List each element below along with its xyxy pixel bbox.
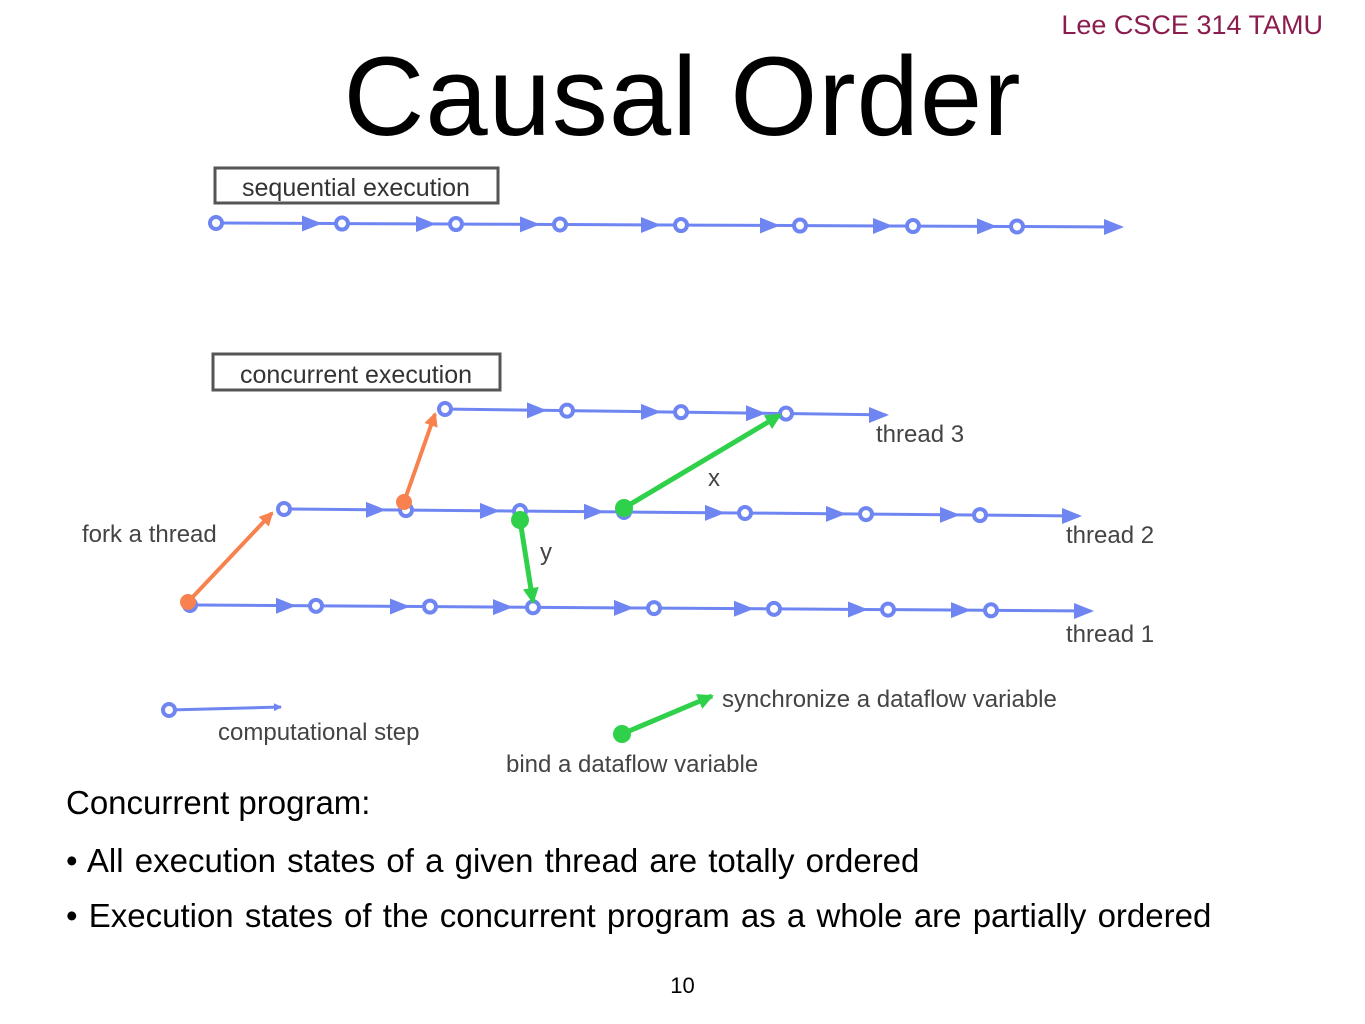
step-arrowhead: [416, 215, 436, 232]
fork-point: [180, 594, 196, 610]
step-node: [673, 217, 689, 234]
step-arrowhead: [848, 601, 868, 618]
step-arrowhead: [977, 218, 997, 235]
step-arrowhead: [366, 501, 386, 518]
step-node: [422, 598, 438, 615]
variable-x-label: x: [708, 465, 720, 492]
fork-label: fork a thread: [82, 521, 217, 548]
bullet-1: • All execution states of a given thread…: [66, 842, 920, 879]
step-arrowhead: [1104, 218, 1124, 235]
step-arrowhead: [940, 506, 960, 523]
thread-2-label: thread 2: [1066, 522, 1154, 549]
bullet-2-text: Execution states of the concurrent progr…: [88, 897, 1212, 934]
step-arrowhead: [1062, 507, 1082, 524]
step-node: [905, 218, 921, 235]
step-arrowhead: [760, 217, 780, 234]
step-arrowhead: [951, 602, 971, 619]
step-arrowhead: [734, 600, 754, 617]
intro-text: Concurrent program:: [66, 784, 371, 821]
concurrent-label: concurrent execution: [240, 361, 472, 389]
thread-2-track: [276, 501, 1082, 524]
step-arrowhead: [869, 406, 889, 423]
fork-arrow-thread-2: [186, 511, 274, 604]
dataflow-arrow-y: [517, 519, 539, 604]
step-arrowhead: [584, 503, 604, 520]
step-arrowhead: [480, 502, 500, 519]
step-node: [646, 600, 662, 617]
legend-step-node: [161, 702, 177, 718]
step-node: [308, 597, 324, 614]
step-arrowhead: [390, 598, 410, 615]
step-node: [778, 405, 794, 422]
step-node: [673, 404, 689, 421]
step-node: [858, 506, 874, 523]
course-label: Lee CSCE 314 TAMU: [1061, 10, 1323, 40]
bind-point-y: [511, 511, 529, 529]
step-arrowhead: [493, 599, 513, 616]
bind-point-x: [615, 499, 633, 517]
bullet-1-text: All execution states of a given thread a…: [86, 842, 920, 879]
sequential-track: [208, 215, 1124, 235]
step-arrowhead: [302, 215, 322, 232]
step-arrowhead: [520, 216, 540, 233]
step-node: [334, 215, 350, 232]
step-node: [525, 599, 541, 616]
legend: computational step synchronize a dataflo…: [161, 686, 1057, 778]
legend-step-label: computational step: [218, 719, 419, 746]
step-node: [972, 507, 988, 524]
thread-1-label: thread 1: [1066, 621, 1154, 648]
legend-step-arrow: [168, 703, 282, 712]
step-arrowhead: [705, 504, 725, 521]
thread-1-track: [182, 597, 1094, 619]
thread-3-label: thread 3: [876, 421, 964, 448]
bullet-2: • Execution states of the concurrent pro…: [66, 897, 1212, 934]
step-node: [737, 505, 753, 522]
legend-bind-point: [613, 725, 631, 743]
step-node: [208, 215, 224, 231]
sequential-label-box: sequential execution: [213, 166, 500, 205]
step-node: [880, 601, 896, 618]
step-node: [766, 600, 782, 617]
step-arrowhead: [873, 217, 893, 234]
step-arrowhead: [641, 403, 661, 420]
legend-sync-label: synchronize a dataflow variable: [722, 686, 1057, 713]
step-node: [792, 217, 808, 234]
concurrent-label-box: concurrent execution: [211, 352, 502, 392]
legend-bind-label: bind a dataflow variable: [506, 751, 758, 778]
page-number: 10: [670, 973, 695, 998]
dataflow-arrows: [511, 412, 782, 604]
legend-dataflow-arrow: [621, 693, 714, 737]
step-node: [437, 401, 453, 417]
step-node: [276, 501, 292, 517]
fork-point: [396, 494, 412, 510]
step-arrowhead: [614, 599, 634, 616]
step-node: [1009, 218, 1025, 235]
step-node: [552, 216, 568, 233]
step-node: [983, 602, 999, 619]
step-arrowhead: [641, 216, 661, 233]
step-arrowhead: [1074, 602, 1094, 619]
step-node: [559, 402, 575, 419]
variable-y-label: y: [540, 539, 552, 566]
thread-3-track: [437, 401, 889, 423]
step-arrowhead: [527, 402, 547, 419]
slide-title: Causal Order: [343, 34, 1022, 159]
step-node: [448, 216, 464, 233]
fork-arrow-thread-3: [402, 412, 438, 503]
step-arrowhead: [826, 505, 846, 522]
sequential-label: sequential execution: [242, 174, 470, 202]
fork-arrows: [180, 412, 438, 610]
step-arrowhead: [276, 597, 296, 614]
dataflow-arrow-x: [622, 412, 782, 511]
step-arrowhead: [746, 405, 766, 422]
